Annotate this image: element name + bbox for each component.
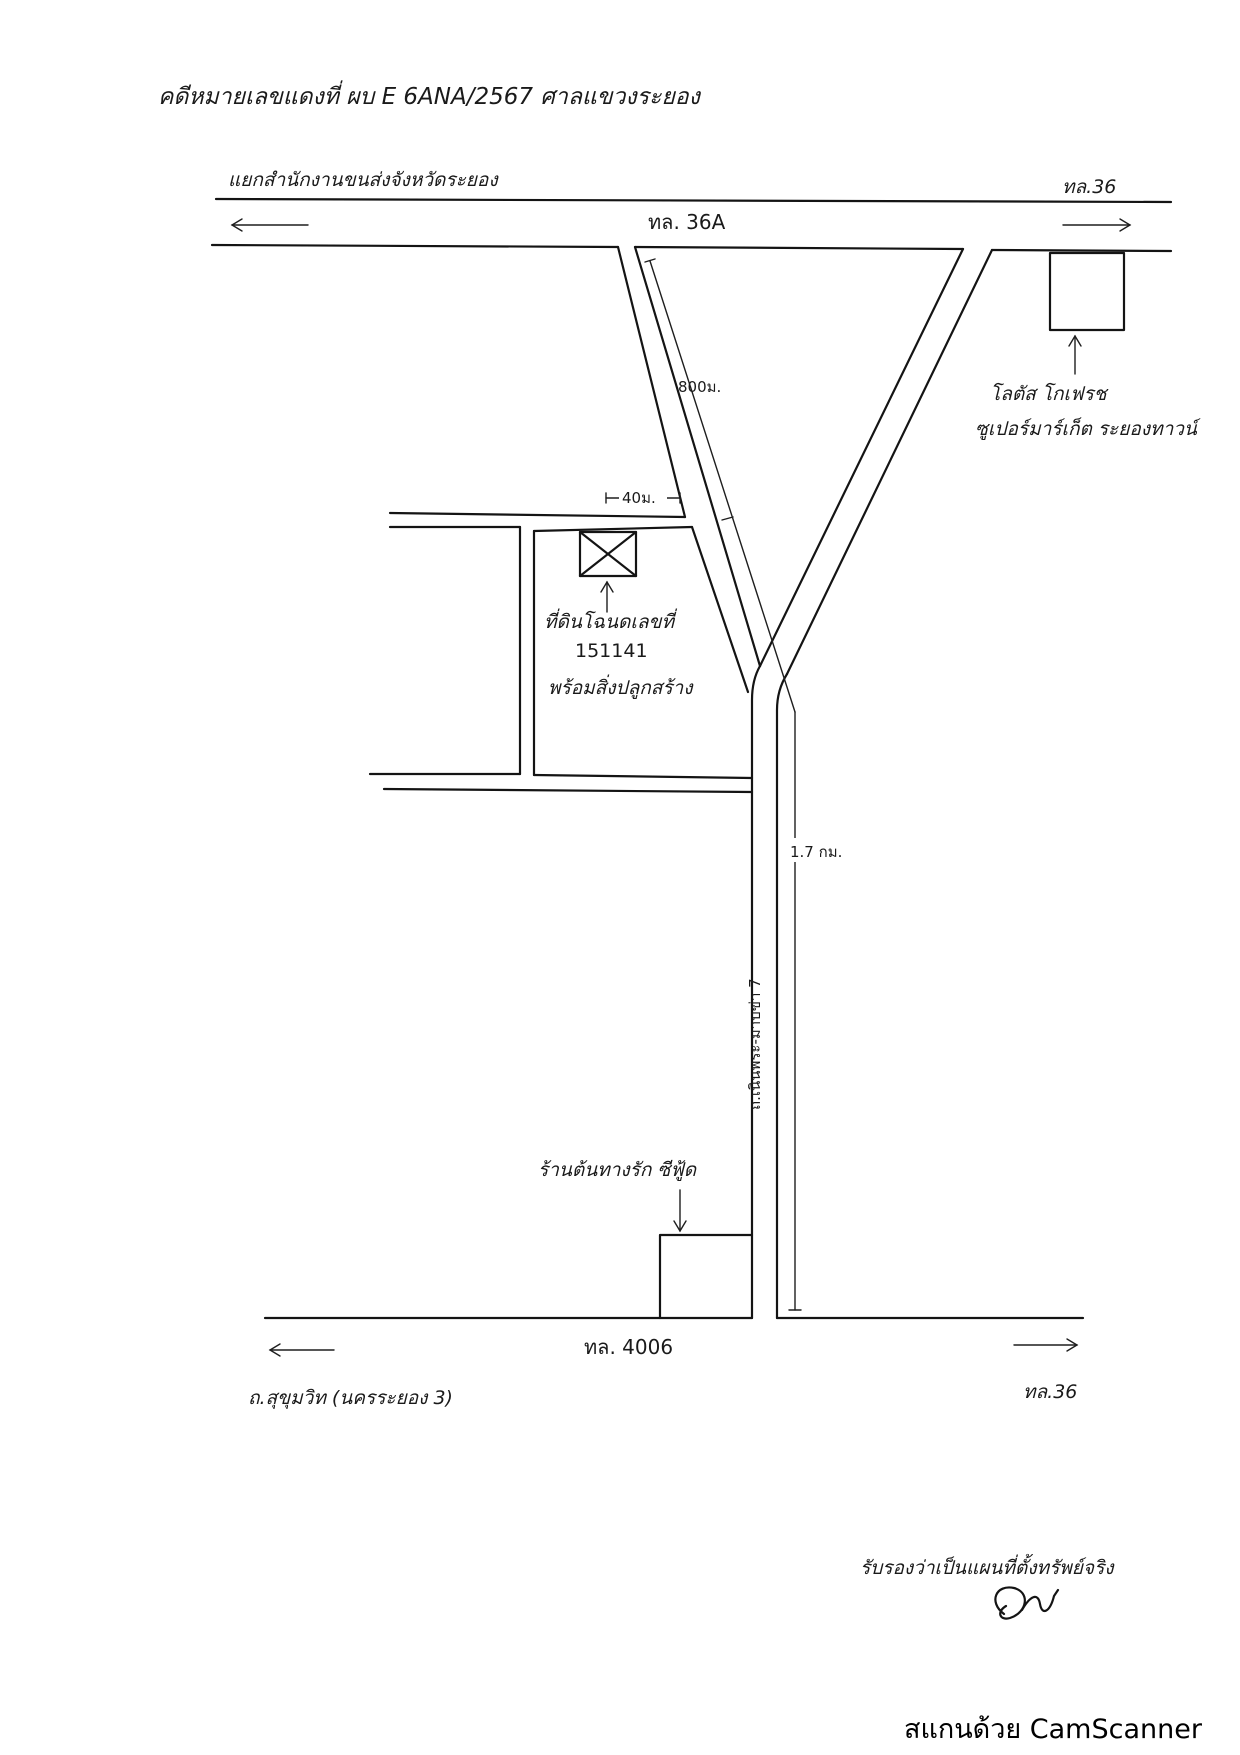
distance-40m: 40ม. [605,488,681,508]
arrow-down-icon [673,1189,687,1233]
land-structures: พร้อมสิ่งปลูกสร้าง [548,674,694,699]
arrow-right-icon [1013,1338,1079,1352]
right-diagonal-road [758,247,994,676]
camscanner-footer: สแกนด้วย CamScanner [904,1714,1203,1745]
arrow-up-icon [600,580,614,613]
land-marker-icon [578,530,638,578]
road-label-bottom-left: ถ.สุขุมวิท (นครระยอง 3) [248,1387,453,1409]
land-plot: ที่ดินโฉนดเลขที่ 151141 พร้อมสิ่งปลูกสร้… [544,530,694,699]
road-label-bottom-right: ทล.36 [1023,1381,1077,1403]
signature-icon [994,1586,1060,1620]
road-label-vertical: ถ.เนินพระ-มาบข่า 7 [746,978,764,1110]
seafood-shop: ร้านต้นทางรัก ซีฟู้ด [538,1159,754,1320]
lotus-subtitle: ซูเปอร์มาร์เก็ต ระยองทาวน์ [975,417,1201,440]
side-streets [368,511,754,794]
distance-label-800m: 800ม. [678,378,721,396]
land-title: ที่ดินโฉนดเลขที่ [544,608,678,633]
arrow-left-icon [230,218,309,232]
lotus-name: โลตัส โกเฟรช [990,382,1109,405]
arrow-right-icon [1062,218,1132,232]
land-deed-number: 151141 [575,640,648,662]
shop-name: ร้านต้นทางรัก ซีฟู้ด [538,1159,698,1181]
certification-text: รับรองว่าเป็นแผนที่ตั้งทรัพย์จริง [860,1553,1115,1579]
road-label-bottom-center: ทล. 4006 [584,1335,673,1359]
road-label-top-center: ทล. 36A [648,210,726,234]
distance-label-1-7km: 1.7 กม. [790,843,842,861]
distance-1-7km: 1.7 กม. [786,711,846,1311]
certification: รับรองว่าเป็นแผนที่ตั้งทรัพย์จริง [860,1553,1115,1620]
road-label-top-left: แยกสำนักงานขนส่งจังหวัดระยอง [228,169,499,191]
top-highway: แยกสำนักงานขนส่งจังหวัดระยอง ทล.36 ทล. 3… [210,169,1173,253]
case-title: คดีหมายเลขแดงที่ ผบ E 6ANA/2567 ศาลแขวงร… [158,80,702,110]
bottom-highway: ทล. 4006 ถ.สุขุมวิท (นครระยอง 3) ทล.36 [248,1316,1085,1409]
distance-800m: 800ม. [644,258,796,713]
distance-label-40m: 40ม. [622,489,656,507]
arrow-left-icon [268,1343,335,1357]
road-label-top-right: ทล.36 [1062,176,1116,198]
shop-building [658,1233,754,1320]
arrow-up-icon [1068,334,1082,375]
left-diagonal-road [616,245,762,694]
lotus-building [1048,251,1126,332]
lotus-supermarket: โลตัส โกเฟรช ซูเปอร์มาร์เก็ต ระยองทาวน์ [975,251,1201,440]
vertical-road: ถ.เนินพระ-มาบข่า 7 [746,664,789,1320]
